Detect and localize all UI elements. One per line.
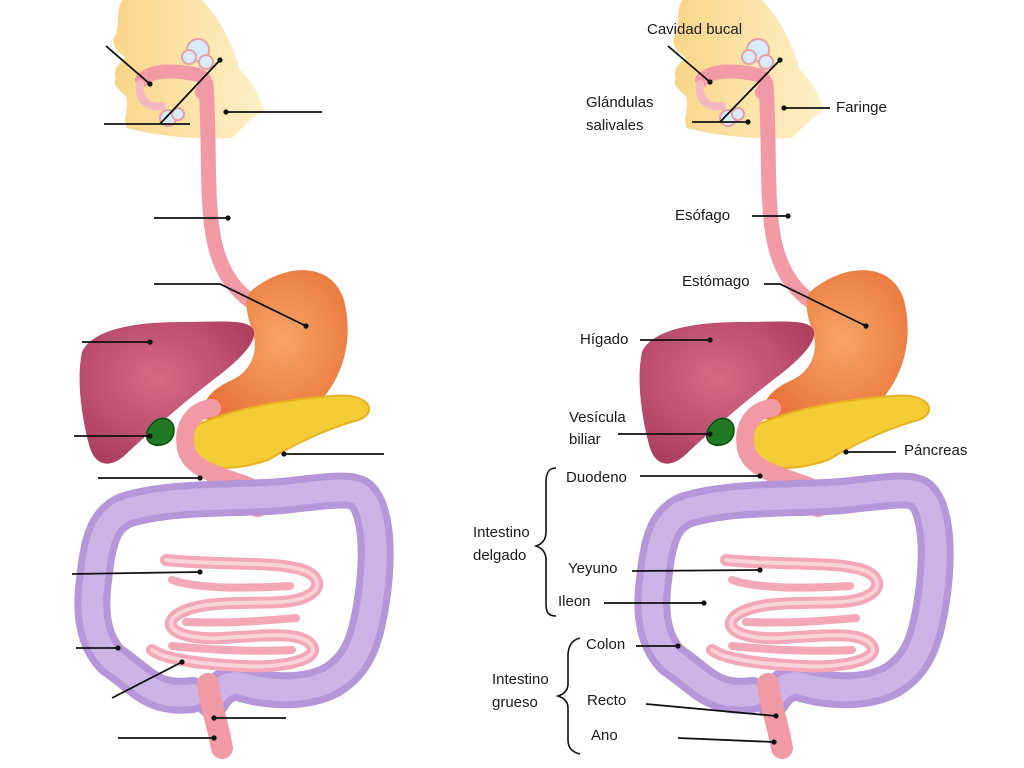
brace-intestino-delgado xyxy=(533,467,557,617)
labeled-diagram xyxy=(640,0,936,748)
label-pancreas: Páncreas xyxy=(904,442,968,459)
labeled-leader-lines xyxy=(604,45,896,743)
label-colon: Colon xyxy=(586,636,626,653)
label-recto: Recto xyxy=(587,692,627,709)
label-duodeno: Duodeno xyxy=(566,469,627,486)
label-vesicula-line1: Vesícula xyxy=(569,409,626,426)
label-higado: Hígado xyxy=(580,331,629,348)
labeled-leader-dots xyxy=(675,57,869,745)
label-vesicula-line2: biliar xyxy=(569,431,601,448)
blank-leader-lines xyxy=(71,45,384,739)
label-esofago: Esófago xyxy=(675,207,731,224)
label-intestino-delgado-line2: delgado xyxy=(473,547,527,564)
label-intestino-grueso-line2: grueso xyxy=(492,694,538,711)
label-estomago: Estómago xyxy=(682,273,750,290)
label-intestino-grueso-line1: Intestino xyxy=(492,671,549,688)
label-glandulas-salivales-line2: salivales xyxy=(586,117,644,134)
label-faringe: Faringe xyxy=(836,99,887,116)
label-intestino-delgado-line1: Intestino xyxy=(473,524,530,541)
blank-leader-dots xyxy=(115,57,309,741)
brace-intestino-grueso xyxy=(555,637,581,755)
label-ileon: Ileon xyxy=(558,593,591,610)
label-cavidad-bucal: Cavidad bucal xyxy=(647,21,743,38)
label-ano: Ano xyxy=(591,727,618,744)
label-glandulas-salivales-line1: Glándulas xyxy=(586,94,654,111)
label-yeyuno: Yeyuno xyxy=(568,560,618,577)
